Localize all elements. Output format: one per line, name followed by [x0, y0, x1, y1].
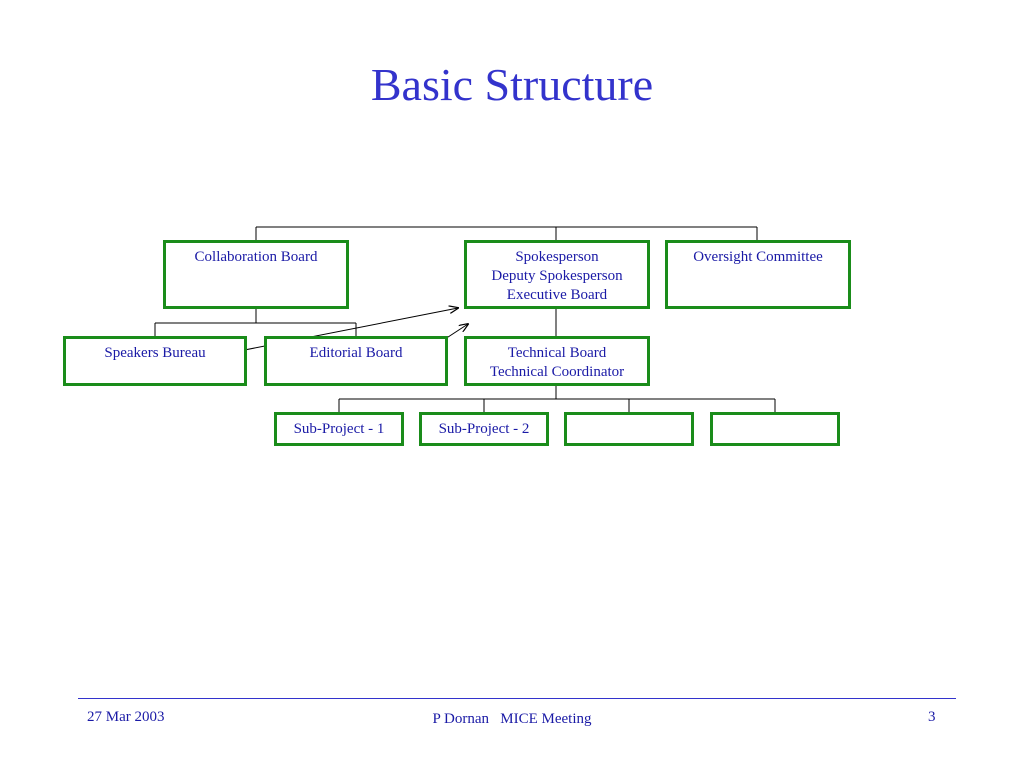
box-sub-project-3: [564, 412, 694, 446]
box-label-line: Technical Coordinator: [489, 364, 625, 380]
box-label-line: Collaboration Board: [194, 249, 318, 265]
box-sub-project-2: Sub-Project - 2: [419, 412, 549, 446]
box-label-line: Sub-Project - 1: [293, 421, 385, 437]
box-label-line: Oversight Committee: [693, 249, 823, 265]
box-label-line: Technical Board: [507, 345, 607, 361]
box-label-line: Editorial Board: [309, 345, 403, 361]
footer-center: P Dornan MICE Meeting: [0, 711, 1024, 728]
box-collaboration-board: Collaboration Board: [163, 240, 349, 309]
box-label-line: Sub-Project - 2: [438, 421, 530, 437]
box-label-line: Spokesperson: [515, 249, 599, 265]
box-sub-project-1: Sub-Project - 1: [274, 412, 404, 446]
footer-divider: [78, 698, 956, 699]
box-oversight-committee: Oversight Committee: [665, 240, 851, 309]
box-speakers-bureau: Speakers Bureau: [63, 336, 247, 386]
box-technical-board: Technical Board Technical Coordinator: [464, 336, 650, 386]
footer-author: P Dornan: [432, 711, 490, 727]
box-label-line: Executive Board: [506, 287, 608, 303]
footer-page-number: 3: [928, 709, 936, 725]
arrow-speakers-to-spokesperson: [213, 308, 458, 357]
box-editorial-board: Editorial Board: [264, 336, 448, 386]
box-sub-project-4: [710, 412, 840, 446]
footer-event: MICE Meeting: [500, 711, 592, 727]
slide-title: Basic Structure: [370, 59, 654, 110]
box-label-line: Speakers Bureau: [104, 345, 206, 361]
box-label-line: Deputy Spokesperson: [491, 268, 623, 284]
box-spokesperson: Spokesperson Deputy Spokesperson Executi…: [464, 240, 650, 309]
footer-date: 27 Mar 2003: [87, 709, 165, 725]
